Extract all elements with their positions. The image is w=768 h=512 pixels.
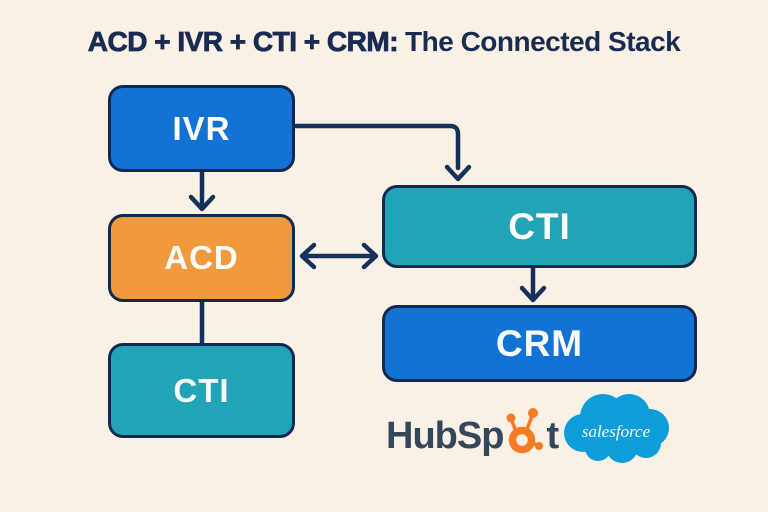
flow-box-acd: ACD: [108, 214, 295, 302]
flow-box-cti-left: CTI: [108, 343, 295, 438]
connector-ivr-to-acd: [188, 169, 216, 212]
flow-box-ivr: IVR: [108, 85, 295, 172]
flow-box-label: CRM: [495, 322, 584, 364]
hubspot-sprocket-icon: [506, 408, 544, 454]
salesforce-wordmark: salesforce: [582, 422, 651, 441]
title-acronyms: ACD + IVR + CTI + CRM:: [87, 26, 399, 58]
flow-box-label: ACD: [164, 239, 239, 276]
flow-box-crm: CRM: [382, 305, 697, 382]
connector-ivr-to-cti-right: [293, 123, 472, 182]
salesforce-logo: salesforce: [564, 394, 669, 463]
hubspot-wordmark-left: HubSp: [386, 415, 504, 458]
flow-box-cti-right: CTI: [382, 185, 697, 268]
title-subtitle: The Connected Stack: [405, 26, 681, 57]
flow-box-label: CTI: [508, 205, 571, 247]
flow-box-label: CTI: [173, 371, 230, 409]
connector-cti-to-crm: [519, 265, 547, 303]
flow-box-label: IVR: [172, 109, 231, 147]
hubspot-logo: HubSp t: [386, 404, 559, 458]
connector-acd-cti-bidirectional: [299, 242, 379, 270]
hubspot-wordmark-right: t: [546, 415, 559, 458]
page-title: ACD + IVR + CTI + CRM:The Connected Stac…: [0, 26, 768, 58]
